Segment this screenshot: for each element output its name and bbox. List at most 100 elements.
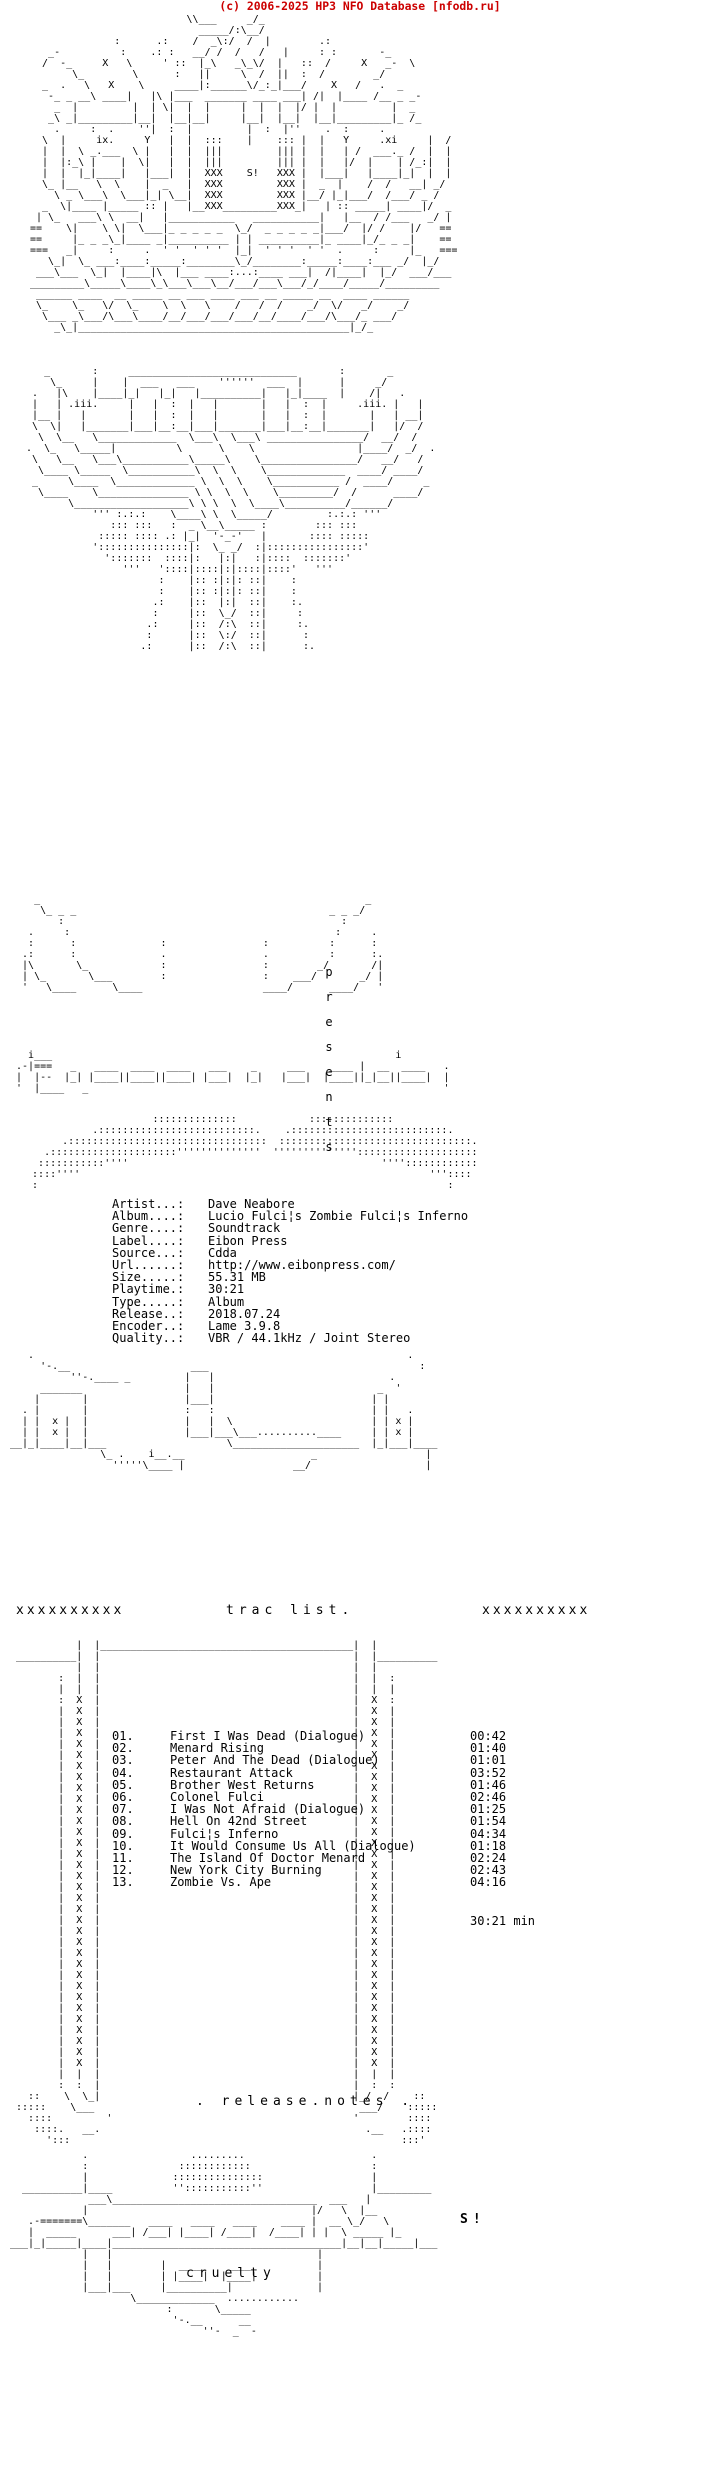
info-key: Size.....: bbox=[112, 1270, 185, 1285]
track-duration: 04:34 bbox=[470, 1826, 507, 1841]
track-duration: 01:01 bbox=[470, 1753, 507, 1768]
info-key: Genre....: bbox=[112, 1221, 185, 1236]
info-key: Quality..: bbox=[112, 1331, 185, 1346]
track-title: Hell On 42nd Street bbox=[170, 1814, 308, 1829]
track-duration: 02:46 bbox=[470, 1790, 507, 1805]
track-duration: 02:24 bbox=[470, 1851, 507, 1866]
track-title: Restaurant Attack bbox=[170, 1765, 293, 1780]
track-title: Colonel Fulci bbox=[170, 1790, 264, 1805]
track-title: Fulci¦s Inferno bbox=[170, 1826, 279, 1841]
info-key: Release..: bbox=[112, 1306, 185, 1321]
ascii-art-crest: \\___ _/_ _____/:\__/ : .: / _\:/ / | .:… bbox=[0, 14, 720, 2154]
info-key: Label....: bbox=[112, 1233, 185, 1248]
track-number: 02. bbox=[112, 1741, 134, 1756]
track-number: 13. bbox=[112, 1875, 134, 1890]
info-key: Playtime.: bbox=[112, 1282, 185, 1297]
crest-middle: _ : ____________________________ : _ \_ … bbox=[26, 366, 436, 652]
release-notes-caption: . release.notes . bbox=[196, 2094, 415, 2109]
info-value: Soundtrack bbox=[208, 1221, 281, 1236]
presents-letter: t bbox=[325, 1115, 333, 1129]
track-duration: 04:16 bbox=[470, 1875, 507, 1890]
track-number: 04. bbox=[112, 1765, 134, 1780]
info-row: Source...:Cdda bbox=[112, 1247, 468, 1259]
info-value: Lucio Fulci¦s Zombie Fulci¦s Inferno bbox=[208, 1209, 469, 1224]
track-duration: 01:40 bbox=[470, 1741, 507, 1756]
x-row-right: xxxxxxxxxx bbox=[482, 1603, 591, 1618]
track-number: 03. bbox=[112, 1753, 134, 1768]
track-number: 11. bbox=[112, 1851, 134, 1866]
info-key: Album....: bbox=[112, 1209, 185, 1224]
info-value: Eibon Press bbox=[208, 1233, 288, 1248]
info-row: Album....: Lucio Fulci¦s Zombie Fulci¦s I… bbox=[112, 1210, 468, 1222]
track-number: 05. bbox=[112, 1777, 134, 1792]
presents-letter: e bbox=[325, 1015, 333, 1029]
info-row: Label....: Eibon Press bbox=[112, 1233, 468, 1248]
track-duration: 01:54 bbox=[470, 1814, 507, 1829]
info-value: VBR / 44.1kHz / Joint Stereo bbox=[208, 1331, 411, 1346]
tracklist-frame-sides: | |_____________________________________… bbox=[16, 1640, 438, 2146]
info-row: Quality..: VBR / 44.1kHz / Joint Stereo bbox=[112, 1332, 468, 1344]
info-row: Url......: http://www.eibonpress.com/ bbox=[112, 1259, 468, 1271]
info-key: Url......: bbox=[112, 1258, 185, 1273]
presents-letter: p bbox=[325, 965, 333, 979]
info-value: http://www.eibonpress.com/ bbox=[208, 1258, 396, 1273]
track-row: 07. I Was Not Afraid (Dialogue) 01:25 bbox=[112, 1803, 632, 1815]
info-value: 2018.07.24 bbox=[208, 1306, 281, 1321]
info-row: Encoder..: Lame 3.9.8 bbox=[112, 1320, 468, 1332]
track-row: 04. Restaurant Attack 03:52 bbox=[112, 1765, 632, 1780]
info-row: Release..: 2018.07.24 bbox=[112, 1308, 468, 1320]
presents-letter: s bbox=[325, 1140, 333, 1154]
info-value: Lame 3.9.8 bbox=[208, 1319, 281, 1334]
track-title: First I Was Dead (Dialogue) bbox=[170, 1729, 366, 1743]
info-row: Playtime.: 30:21 bbox=[112, 1283, 468, 1295]
track-duration: 01:18 bbox=[470, 1838, 507, 1853]
track-row: 01.First I Was Dead (Dialogue)00:42 bbox=[112, 1730, 632, 1742]
presents-letter: e bbox=[325, 1065, 333, 1079]
track-row: 10. It Would Consume Us All (Dialogue) 01:… bbox=[112, 1840, 632, 1852]
track-number: 10. bbox=[112, 1838, 134, 1853]
track-number: 08. bbox=[112, 1814, 134, 1829]
track-title: I Was Not Afraid (Dialogue) bbox=[170, 1802, 366, 1817]
track-number: 12. bbox=[112, 1863, 134, 1878]
presents-vertical: p r e s e n t s bbox=[322, 960, 336, 1160]
track-duration: 01:25 bbox=[470, 1802, 507, 1817]
info-row: Type.....:Album bbox=[112, 1294, 468, 1309]
presents-letter: s bbox=[325, 1040, 333, 1054]
track-title: Brother West Returns bbox=[170, 1777, 315, 1792]
info-key: Encoder..: bbox=[112, 1319, 185, 1334]
crest-top: \\___ _/_ _____/:\__/ : .: / _\:/ / | .:… bbox=[30, 14, 458, 333]
track-duration: 02:43 bbox=[470, 1863, 507, 1878]
track-number: 01. bbox=[112, 1729, 134, 1743]
track-row: 12. New York City Burning 02:43 bbox=[112, 1864, 632, 1876]
info-value: 30:21 bbox=[208, 1282, 245, 1297]
crest-lower-wings: _ _ \_ _ _ _ _ _/ : : . : bbox=[22, 894, 384, 993]
track-title: Menard Rising bbox=[170, 1741, 264, 1756]
info-key: Source...: bbox=[112, 1245, 185, 1260]
track-title: Peter And The Dead (Dialogue) bbox=[170, 1753, 380, 1768]
track-title: New York City Burning bbox=[170, 1863, 322, 1878]
track-number: 06. bbox=[112, 1790, 134, 1805]
track-row: 08. Hell On 42nd Street 01:54 bbox=[112, 1815, 632, 1827]
footer-word: cruelty bbox=[186, 2266, 276, 2281]
track-row: 03. Peter And The Dead (Dialogue) 01:01 bbox=[112, 1754, 632, 1766]
track-duration: 03:52 bbox=[470, 1765, 507, 1780]
total-time: 30:21 min bbox=[470, 1914, 536, 1928]
track-title: It Would Consume Us All (Dialogue) bbox=[170, 1838, 416, 1853]
info-row: Genre....: Soundtrack bbox=[112, 1222, 468, 1234]
info-value: Album bbox=[208, 1294, 245, 1309]
footer-initials: S! bbox=[460, 2212, 486, 2227]
tracklist-frame-top: . . '-.__ ___ : ''-.____ _ | | . bbox=[10, 1350, 438, 1471]
info-value: Dave Neabore bbox=[208, 1197, 295, 1211]
footer-logo: . ......... . : :::::::::::: : | :::::::… bbox=[10, 2150, 438, 2337]
track-number: 07. bbox=[112, 1802, 134, 1817]
tracklist-caption: trac list. bbox=[226, 1603, 355, 1618]
info-row: Artist...:Dave Neabore bbox=[112, 1198, 468, 1210]
track-row: 06. Colonel Fulci 02:46 bbox=[112, 1791, 632, 1803]
group-logo: i___ i .-|=== _ ____ ____ ____ ___ _ ___… bbox=[16, 1050, 450, 1094]
x-row-left: xxxxxxxxxx bbox=[16, 1603, 125, 1618]
